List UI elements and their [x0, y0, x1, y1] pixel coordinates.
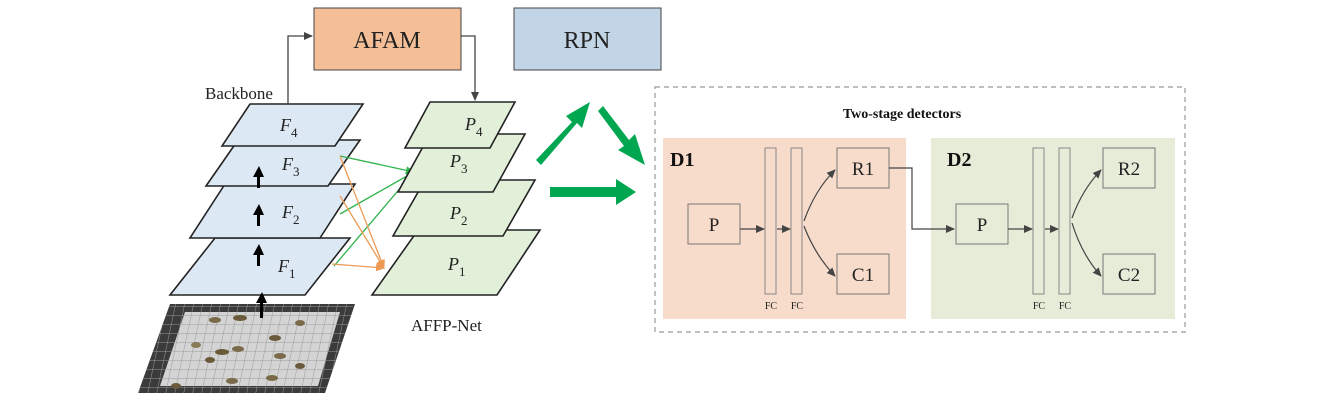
detector-d2-reg-label: R2 — [1118, 159, 1140, 180]
detector-d1-fc2 — [790, 147, 803, 295]
detector-d1-fc1-label: FC — [765, 301, 778, 312]
pyramid-layer-p1: P1 — [370, 229, 542, 296]
fusion-arrow-green — [339, 171, 415, 215]
arrow-fc2-to-r2 — [1071, 169, 1102, 219]
afam-to-p4-arrow — [461, 35, 479, 101]
arrow-fc2-to-r1 — [803, 169, 836, 222]
detector-d1: D1 P FC FC R1 C1 — [663, 138, 906, 319]
pyramid-layer-p3-label: P3 — [449, 151, 468, 176]
fusion-arrow-orange — [339, 195, 385, 269]
arrow-fc2-to-c1 — [803, 225, 836, 277]
arrow-up-icon — [253, 166, 264, 188]
detector-d2-reg-box — [1102, 147, 1156, 189]
detector-d2-fc1-label: FC — [1033, 301, 1046, 312]
backbone-layer-f1: F1 — [168, 237, 352, 296]
arrow-up-icon — [256, 292, 267, 318]
arrow-r1-to-d2-input — [889, 167, 955, 233]
backbone-layer-f4-label: F4 — [279, 115, 298, 140]
backbone-title: Backbone — [205, 84, 273, 103]
big-green-arrows — [536, 102, 645, 205]
detector-d2-fc2 — [1058, 147, 1071, 295]
detector-d2-cls-box — [1102, 253, 1156, 295]
arrow-fc2-to-c2 — [1071, 222, 1102, 277]
backbone-to-afam-arrow — [287, 32, 313, 104]
detector-d1-cls-label: C1 — [852, 265, 874, 286]
detector-d1-cls-box — [836, 253, 890, 295]
backbone-layer-f2-label: F2 — [281, 202, 300, 227]
detector-d2-input-box — [955, 203, 1009, 245]
backbone-layer-f4: F4 — [220, 103, 365, 147]
detector-d2-fc1 — [1032, 147, 1045, 295]
pyramid-layer-p1-label: P1 — [447, 254, 466, 279]
backbone-layer-f3: F3 — [204, 139, 362, 187]
arrow-up-icon — [253, 244, 264, 266]
rpn-box: RPN — [513, 7, 662, 71]
afam-box: AFAM — [313, 7, 462, 71]
backbone-layer-f1-label: F1 — [277, 256, 296, 281]
detector-d1-input-label: P — [709, 215, 720, 236]
green-arrow-to-detectors — [550, 179, 636, 205]
detectors-title: Two-stage detectors — [843, 107, 962, 122]
backbone-layer-f2: F2 — [188, 183, 357, 239]
fusion-arrow-green — [339, 155, 415, 175]
detector-d1-input-box — [687, 203, 741, 245]
fusion-arrows — [331, 155, 415, 272]
pyramid-layer-p4-label: P4 — [464, 114, 483, 139]
input-image — [138, 304, 355, 393]
detector-d1-fc2-label: FC — [791, 301, 804, 312]
pyramid-layer-p4-shape — [403, 101, 517, 149]
fusion-arrow-orange — [331, 263, 385, 272]
detector-d1-fc1 — [764, 147, 777, 295]
detector-d2-input-label: P — [977, 215, 988, 236]
green-arrow-to-rpn — [536, 102, 590, 165]
fusion-arrow-orange — [339, 155, 385, 269]
pyramid-layer-p4: P4 — [403, 101, 517, 149]
backbone-up-arrows — [253, 166, 267, 318]
detector-d2-cls-label: C2 — [1118, 265, 1140, 286]
arrow-up-icon — [253, 204, 264, 226]
detector-d1-reg-label: R1 — [852, 159, 874, 180]
detector-d1-label: D1 — [670, 149, 694, 171]
backbone-layer-f3-label: F3 — [281, 154, 300, 179]
backbone-layer-f4-shape — [220, 103, 365, 147]
detector-d2-fc2-label: FC — [1059, 301, 1072, 312]
green-arrow-from-rpn — [598, 106, 645, 165]
backbone-layer-f2-shape — [188, 183, 357, 239]
detector-d2-label: D2 — [947, 149, 971, 171]
detectors-container — [654, 86, 1186, 333]
rpn-label: RPN — [564, 28, 611, 54]
afam-label: AFAM — [353, 28, 421, 54]
pyramid-caption: AFFP-Net — [411, 316, 482, 335]
detector-d2: D2 P FC FC R2 C2 — [931, 138, 1175, 319]
pyramid-layer-p2-label: P2 — [449, 203, 468, 228]
